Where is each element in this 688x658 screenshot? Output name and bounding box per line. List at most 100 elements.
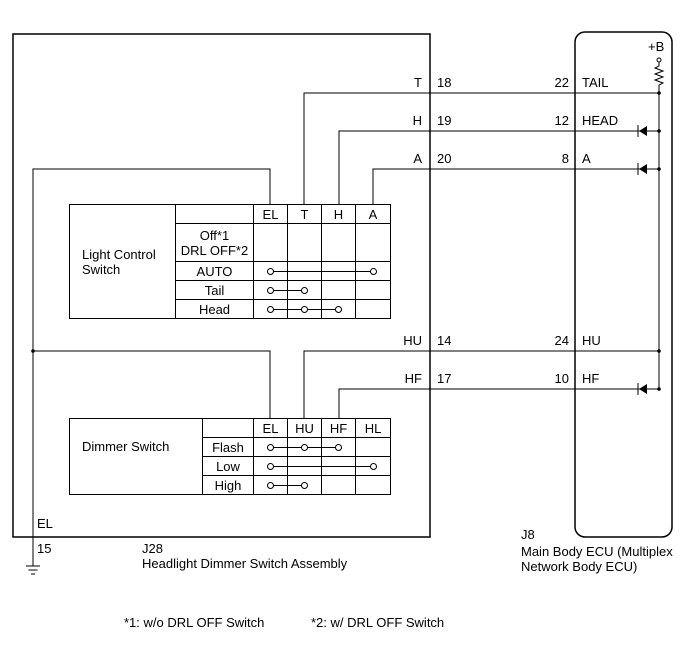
light-control-switch-table: Light Control Switch EL T H A Off*1 DRL … <box>69 204 391 319</box>
switch-position-label: High <box>202 475 254 495</box>
wire-t-tail <box>303 92 659 205</box>
wire-left-label: HU <box>403 333 422 348</box>
continuity-terminal-icon <box>267 286 274 294</box>
continuity-line <box>288 290 305 291</box>
continuity-terminal-icon <box>301 305 308 313</box>
wire-right-pin: 12 <box>555 113 569 128</box>
continuity-terminal-icon <box>267 462 274 470</box>
terminal-column-header: HL <box>355 418 391 438</box>
continuity-line <box>270 271 287 272</box>
junction-dot-a <box>657 167 661 171</box>
wire-right-label: HF <box>582 371 599 386</box>
headlight-dimmer-switch-assembly-outline <box>12 33 431 538</box>
ground-icon <box>26 565 40 575</box>
continuity-terminal-icon <box>267 267 274 275</box>
switch-position-label: Off*1 DRL OFF*2 <box>175 223 254 262</box>
wire-hf <box>338 388 575 419</box>
ecu-name-line2: Network Body ECU) <box>521 559 637 574</box>
light-control-switch-title: Light Control Switch <box>69 204 176 319</box>
continuity-terminal-icon <box>369 267 377 275</box>
wire-left-label: H <box>413 113 422 128</box>
footnote-1: *1: w/o DRL OFF Switch <box>124 615 264 630</box>
wire-h-head <box>338 130 575 205</box>
continuity-terminal-icon <box>335 305 342 313</box>
assembly-name: Headlight Dimmer Switch Assembly <box>142 556 348 571</box>
ecu-name-line1: Main Body ECU (Multiplex <box>521 544 673 559</box>
continuity-terminal-icon <box>335 443 342 451</box>
wire-right-label: A <box>582 151 591 166</box>
ecu-supply-label: +B <box>648 39 664 54</box>
terminal-column-header: H <box>321 204 356 224</box>
pull-up-resistor-icon <box>653 62 665 92</box>
continuity-line <box>356 466 373 467</box>
assembly-connector: J28 <box>142 541 163 556</box>
continuity-terminal-icon <box>301 443 308 451</box>
table-corner-cell <box>175 204 254 224</box>
continuity-line <box>322 447 339 448</box>
wire-right-label: HEAD <box>582 113 618 128</box>
continuity-terminal-icon <box>267 443 274 451</box>
supply-terminal-icon <box>656 57 662 63</box>
wire-right-label: TAIL <box>582 75 609 90</box>
continuity-line <box>288 466 321 467</box>
dimmer-switch-title: Dimmer Switch <box>69 418 203 495</box>
head-diode-icon <box>575 125 659 137</box>
continuity-line <box>270 466 287 467</box>
continuity-terminal-icon <box>267 305 274 313</box>
continuity-line <box>288 271 321 272</box>
wire-left-pin: 17 <box>437 371 451 386</box>
a-diode-icon <box>575 163 659 175</box>
wire-el-light-switch <box>32 168 271 566</box>
switch-position-label: Head <box>175 299 254 319</box>
wire-left-pin: 14 <box>437 333 451 348</box>
wire-left-label: HF <box>405 371 422 386</box>
terminal-column-header: HU <box>287 418 322 438</box>
continuity-terminal-icon <box>369 462 377 470</box>
terminal-column-header: EL <box>253 204 288 224</box>
wire-hu <box>303 350 575 419</box>
continuity-line <box>322 466 355 467</box>
wire-el-dimmer-switch <box>33 350 271 419</box>
ground-terminal-label: EL <box>37 516 53 531</box>
footnote-2: *2: w/ DRL OFF Switch <box>311 615 444 630</box>
continuity-line <box>322 309 339 310</box>
junction-dot-head <box>657 129 661 133</box>
wire-right-label: HU <box>582 333 601 348</box>
continuity-terminal-icon <box>301 286 308 294</box>
junction-dot-hf <box>657 387 661 391</box>
wire-right-pin: 22 <box>555 75 569 90</box>
ecu-connector: J8 <box>521 527 535 542</box>
switch-position-label: AUTO <box>175 261 254 281</box>
wire-left-label: A <box>413 151 422 166</box>
continuity-line <box>322 271 355 272</box>
continuity-line <box>270 309 287 310</box>
wire-right-pin: 24 <box>555 333 569 348</box>
wire-left-label: T <box>414 75 422 90</box>
junction-dot-hu <box>657 349 661 353</box>
continuity-line <box>270 447 287 448</box>
wire-left-pin: 20 <box>437 151 451 166</box>
continuity-line <box>356 271 373 272</box>
terminal-column-header: A <box>355 204 391 224</box>
dimmer-switch-table: Dimmer Switch EL HU HF HL Flash Low High <box>69 418 391 495</box>
wire-left-pin: 18 <box>437 75 451 90</box>
terminal-column-header: T <box>287 204 322 224</box>
terminal-column-header: EL <box>253 418 288 438</box>
switch-position-label: Flash <box>202 437 254 457</box>
wire-a <box>372 168 575 205</box>
switch-position-label: Tail <box>175 280 254 300</box>
terminal-column-header: HF <box>321 418 356 438</box>
wire-left-pin: 19 <box>437 113 451 128</box>
switch-position-label: Low <box>202 456 254 476</box>
hf-diode-icon <box>575 383 659 395</box>
continuity-line <box>270 485 287 486</box>
wire-right-pin: 8 <box>562 151 569 166</box>
wire-right-pin: 10 <box>555 371 569 386</box>
table-corner-cell <box>202 418 254 438</box>
continuity-line <box>288 485 305 486</box>
continuity-terminal-icon <box>301 481 308 489</box>
main-body-ecu-outline <box>574 31 673 538</box>
continuity-terminal-icon <box>267 481 274 489</box>
ground-pin: 15 <box>37 541 51 556</box>
